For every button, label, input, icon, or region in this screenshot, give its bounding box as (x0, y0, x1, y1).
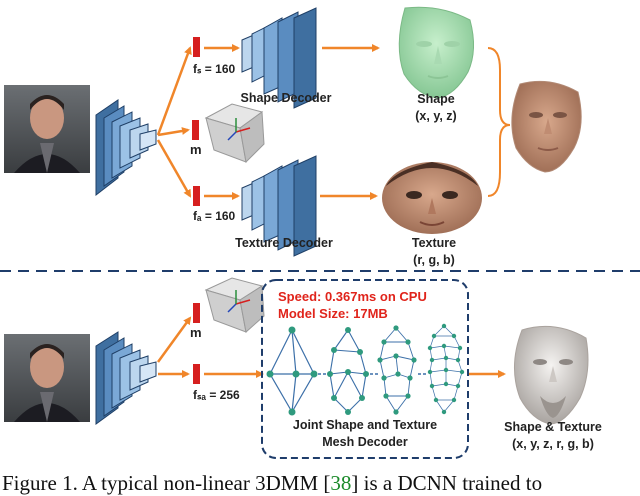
pose-cube-top (204, 103, 265, 164)
m-label-top: m (190, 142, 202, 157)
mesh-graph-2 (327, 327, 369, 415)
encoder-cnn-bottom (95, 331, 157, 425)
mesh-decoder-box (261, 279, 469, 459)
shape-label: Shape (417, 92, 455, 106)
mesh-decoder-label-line1: Joint Shape and Texture (292, 418, 438, 432)
texture-coords: (r, g, b) (413, 253, 455, 267)
model-size-text: Model Size: 17MB (278, 306, 388, 321)
texture-map (382, 162, 482, 234)
combined-face-render (511, 80, 582, 173)
texture-label: Texture (411, 236, 457, 250)
mesh-graph-3 (377, 325, 417, 415)
fa-label: fₐ = 160 (193, 209, 236, 223)
latent-fa-top (193, 186, 200, 206)
latent-fs-top (193, 37, 200, 57)
input-photo-bottom (4, 334, 90, 422)
fsa-label: fₛₐ = 256 (193, 388, 240, 402)
bottom-arrows (156, 316, 506, 378)
caption-prefix: Figure 1. A typical non-linear 3DMM [ (2, 471, 331, 495)
output-label: Shape & Texture (504, 420, 602, 434)
fs-label: fₛ = 160 (193, 62, 236, 76)
input-photo-top (4, 85, 90, 173)
mesh-graph-4 (427, 323, 465, 415)
speed-text: Speed: 0.367ms on CPU (278, 289, 427, 304)
output-coords: (x, y, z, r, g, b) (512, 437, 594, 451)
shape-coords: (x, y, z) (415, 109, 457, 123)
encoder-cnn-top (95, 99, 157, 197)
mesh-graph-1 (266, 326, 318, 416)
top-arrows (156, 44, 511, 200)
figure-caption: Figure 1. A typical non-linear 3DMM [38]… (2, 471, 640, 496)
caption-suffix: ] is a DCNN trained to (351, 471, 543, 495)
shape-decoder-label: Shape Decoder (240, 91, 332, 105)
texture-decoder-label: Texture Decoder (235, 236, 333, 250)
output-face-render (513, 325, 589, 425)
pose-cube-bottom (204, 277, 265, 333)
latent-m-top (192, 120, 199, 140)
latent-fsa-bottom (193, 364, 200, 384)
latent-m-bottom (193, 303, 200, 323)
m-label-bottom: m (190, 325, 202, 340)
mesh-decoder-label-line2: Mesh Decoder (322, 435, 408, 449)
shape-decoder-cnn (241, 7, 317, 109)
texture-decoder-cnn (241, 155, 317, 257)
caption-reference-link[interactable]: 38 (330, 471, 352, 495)
shape-face-render (398, 6, 474, 99)
